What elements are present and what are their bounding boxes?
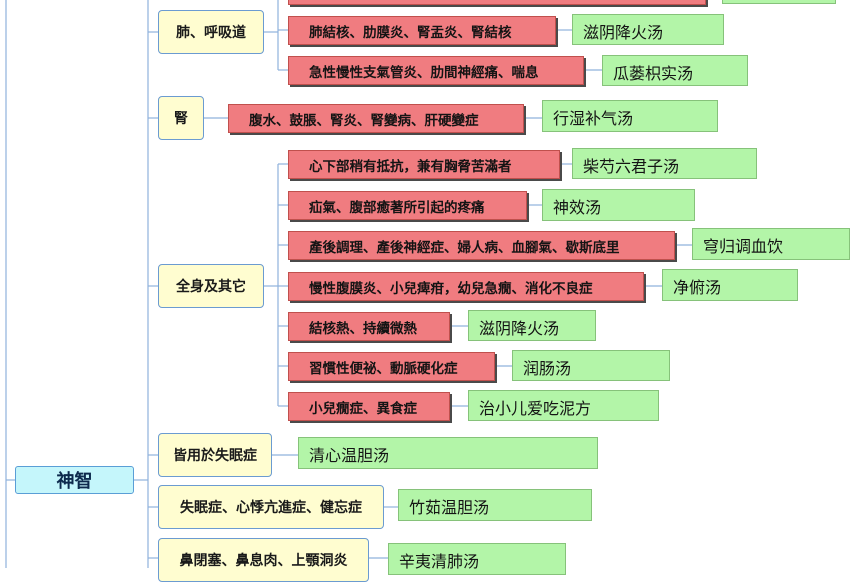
category-lung[interactable]: 肺、呼吸道 [158, 10, 264, 54]
formula-label: 润肠汤 [523, 359, 572, 378]
symptom-tb-fever[interactable]: 結核熱、持續微熱 [288, 312, 450, 341]
formula-label: 辛夷清肺汤 [399, 552, 480, 571]
symptom-node-cut[interactable] [288, 0, 706, 5]
formula-label: 神效汤 [553, 198, 602, 217]
symptom-pica[interactable]: 小兒癇症、異食症 [288, 392, 450, 421]
formula-shenxiao[interactable]: 神效汤 [542, 189, 695, 221]
formula-label: 行湿补气汤 [553, 109, 634, 128]
formula-label: 瓜蒌枳实汤 [613, 64, 694, 83]
formula-gualou[interactable]: 瓜蒌枳实汤 [602, 55, 748, 86]
symptom-epigastric[interactable]: 心下部稍有抵抗，兼有胸脅苦滿者 [288, 150, 560, 179]
root-shenzhi[interactable]: 神智 [15, 466, 134, 494]
connector-lines [5, 0, 692, 568]
formula-chaishao[interactable]: 柴芍六君子汤 [572, 148, 757, 179]
category-kidney[interactable]: 腎 [158, 96, 204, 140]
symptom-hernia[interactable]: 疝氣、腹部癒著所引起的疼痛 [288, 191, 527, 220]
formula-label: 净俯汤 [673, 278, 722, 297]
formula-jingfu[interactable]: 净俯汤 [662, 269, 798, 301]
formula-zhuru[interactable]: 竹茹温胆汤 [398, 489, 592, 521]
formula-label: 竹茹温胆汤 [409, 498, 490, 517]
formula-zhixiao[interactable]: 治小儿爱吃泥方 [468, 390, 659, 421]
formula-xinyi[interactable]: 辛夷清肺汤 [388, 543, 566, 575]
formula-runchang[interactable]: 润肠汤 [512, 350, 670, 381]
formula-ziyin-2[interactable]: 滋阴降火汤 [468, 310, 596, 341]
formula-xionggui[interactable]: 穹归调血饮 [692, 228, 850, 260]
formula-label: 滋阴降火汤 [583, 23, 664, 42]
symptom-postpartum[interactable]: 產後調理、產後神經症、婦人病、血腳氣、歇斯底里 [288, 231, 675, 260]
category-whole-body[interactable]: 全身及其它 [158, 264, 264, 308]
formula-qingxin[interactable]: 清心温胆汤 [298, 437, 598, 469]
formula-label: 穹归调血饮 [703, 237, 784, 256]
formula-label: 滋阴降火汤 [479, 319, 560, 338]
formula-xingshi[interactable]: 行湿补气汤 [542, 100, 718, 132]
formula-label: 治小儿爱吃泥方 [479, 399, 592, 418]
formula-label: 清心温胆汤 [309, 446, 390, 465]
symptom-constipation[interactable]: 習慣性便祕、動脈硬化症 [288, 352, 495, 381]
formula-node-cut[interactable] [722, 0, 836, 4]
category-insomnia-common[interactable]: 皆用於失眠症 [158, 433, 272, 477]
formula-label: 柴芍六君子汤 [583, 157, 680, 176]
symptom-bronchitis[interactable]: 急性慢性支氣管炎、肋間神經痛、喘息 [288, 56, 584, 85]
formula-ziyin-1[interactable]: 滋阴降火汤 [572, 14, 724, 45]
symptom-ascites[interactable]: 腹水、鼓脹、腎炎、腎變病、肝硬變症 [228, 104, 524, 133]
symptom-tb[interactable]: 肺結核、肋膜炎、腎盂炎、腎結核 [288, 16, 556, 45]
category-nasal[interactable]: 鼻閉塞、鼻息肉、上顎洞炎 [158, 538, 369, 582]
category-insomnia-palpitation[interactable]: 失眠症、心悸亢進症、健忘症 [158, 485, 384, 529]
symptom-peritonitis[interactable]: 慢性腹膜炎、小兒痺疳，幼兒急癇、消化不良症 [288, 272, 644, 301]
